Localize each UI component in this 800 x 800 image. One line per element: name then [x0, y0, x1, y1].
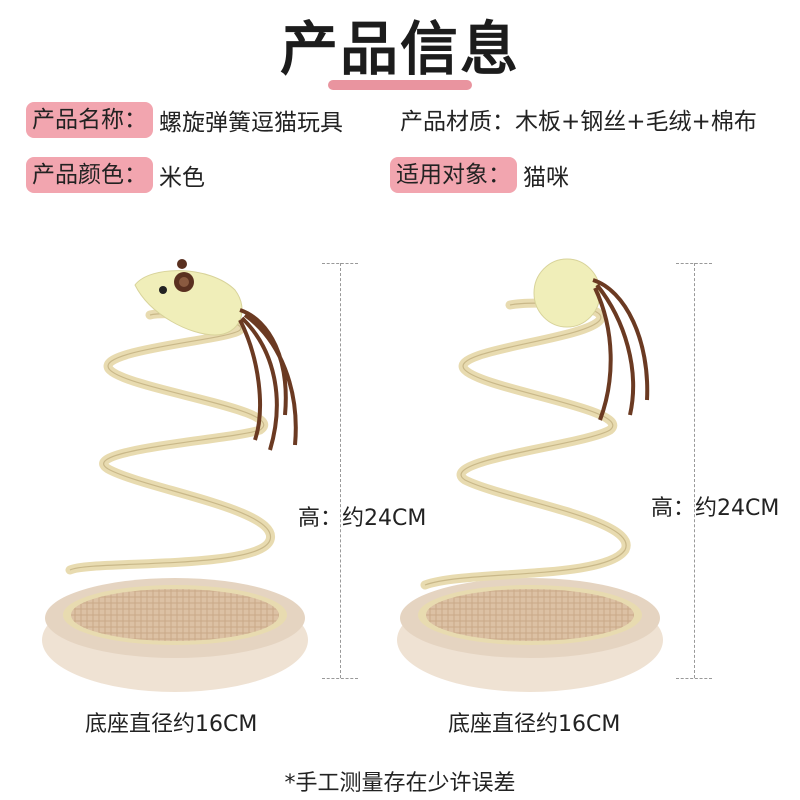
name-label: 产品名称：: [26, 102, 153, 138]
product-height-1: 高：约24CM: [298, 506, 427, 531]
spring-outline: [69, 313, 271, 571]
product-height-2: 高：约24CM: [651, 496, 780, 521]
mouse-toy: [134, 259, 298, 451]
spring-coil: [420, 298, 631, 590]
product-image-2: [397, 258, 663, 692]
info-row-name: 产品名称： 螺旋弹簧逗猫玩具: [26, 102, 343, 138]
product-base-1: 底座直径约16CM: [85, 712, 258, 737]
page-title: 产品信息: [279, 15, 520, 83]
target-value: 猫咪: [523, 165, 569, 191]
color-value: 米色: [159, 165, 205, 191]
title-underline: [328, 80, 472, 90]
height-marker-line-1: [340, 263, 341, 678]
measurement-note: *手工测量存在少许误差: [284, 771, 516, 796]
height-marker-bottom-2: [676, 678, 712, 679]
mouse-toy: [533, 258, 650, 421]
info-row-color: 产品颜色： 米色: [26, 157, 205, 193]
spring-outline: [424, 302, 627, 586]
material-label: 产品材质：: [400, 109, 515, 135]
height-marker-bottom-1: [322, 678, 358, 679]
product-base-2: 底座直径约16CM: [448, 712, 621, 737]
color-label: 产品颜色：: [26, 157, 153, 193]
info-row-target: 适用对象： 猫咪: [390, 157, 569, 193]
product-image-1: [42, 259, 308, 692]
info-row-material: 产品材质： 木板+钢丝+毛绒+棉布: [400, 102, 757, 136]
target-label: 适用对象：: [390, 157, 517, 193]
spring-coil: [65, 309, 275, 575]
height-marker-line-2: [694, 263, 695, 678]
name-value: 螺旋弹簧逗猫玩具: [159, 110, 343, 136]
material-value: 木板+钢丝+毛绒+棉布: [515, 109, 757, 135]
